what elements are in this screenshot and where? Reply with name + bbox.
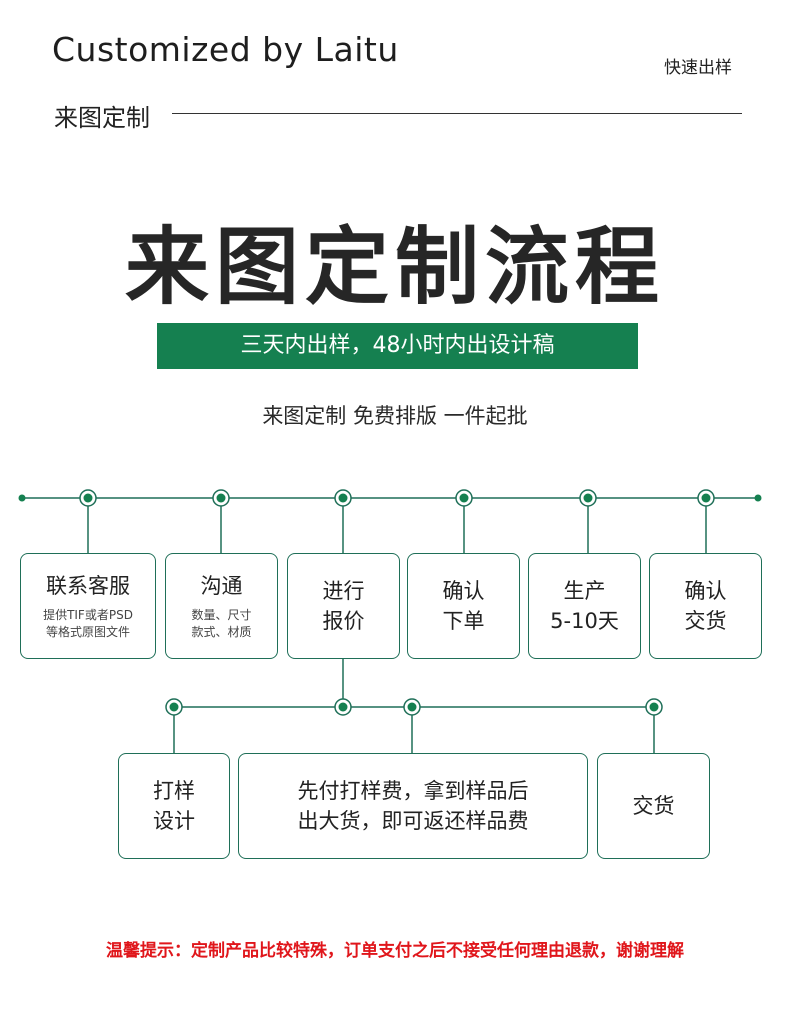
step-sub: 款式、材质: [191, 625, 252, 639]
timeline-end-dot: [18, 494, 26, 502]
timeline-node: [79, 489, 97, 507]
page-title: 来图定制流程: [124, 218, 665, 316]
step-title: 沟通: [200, 574, 243, 598]
step-contact-service: 联系客服 提供TIF或者PSD 等格式原图文件: [20, 553, 156, 659]
timeline-node: [645, 698, 663, 716]
timeline-node: [334, 489, 352, 507]
timeline-node: [165, 698, 183, 716]
step-line: 报价: [322, 609, 365, 633]
timeline-node: [579, 489, 597, 507]
substep-line: 出大货，即可返还样品费: [297, 809, 529, 833]
step-place-order: 确认 下单: [407, 553, 520, 659]
header-divider: [172, 113, 742, 114]
step-line: 5-10天: [550, 609, 619, 633]
step-communicate: 沟通 数量、尺寸 款式、材质: [165, 553, 278, 659]
slogan: 来图定制 免费排版 一件起批: [262, 404, 528, 428]
substep-sample-design: 打样 设计: [118, 753, 230, 859]
step-quote: 进行 报价: [287, 553, 400, 659]
step-line: 确认: [442, 579, 485, 603]
timeline-end-dot: [754, 494, 762, 502]
step-line: 下单: [442, 609, 485, 633]
warning-notice: 温馨提示：定制产品比较特殊，订单支付之后不接受任何理由退款，谢谢理解: [106, 941, 684, 961]
step-line: 生产: [563, 579, 606, 603]
step-title: 联系客服: [46, 574, 130, 598]
brand-tagline: 快速出样: [664, 58, 732, 78]
substep-delivery: 交货: [597, 753, 710, 859]
step-sub: 数量、尺寸: [191, 608, 252, 622]
brand-title-en: Customized by Laitu: [52, 30, 399, 69]
step-production: 生产 5-10天: [528, 553, 641, 659]
substep-sample-fee: 先付打样费，拿到样品后 出大货，即可返还样品费: [238, 753, 588, 859]
substep-line: 打样: [153, 779, 195, 803]
timeline-node: [697, 489, 715, 507]
step-line: 进行: [322, 579, 365, 603]
step-sub: 提供TIF或者PSD: [43, 608, 133, 622]
step-sub: 等格式原图文件: [45, 625, 130, 639]
substep-line: 先付打样费，拿到样品后: [297, 779, 529, 803]
timeline-node: [403, 698, 421, 716]
step-line: 确认: [684, 579, 727, 603]
step-confirm-delivery: 确认 交货: [649, 553, 762, 659]
substep-line: 设计: [153, 809, 195, 833]
timeline-node: [212, 489, 230, 507]
brand-title-cn: 来图定制: [54, 104, 150, 132]
substep-line: 交货: [632, 794, 675, 818]
timeline-node: [455, 489, 473, 507]
step-line: 交货: [684, 609, 727, 633]
promo-banner: 三天内出样，48小时内出设计稿: [157, 323, 638, 369]
timeline-node: [334, 698, 352, 716]
